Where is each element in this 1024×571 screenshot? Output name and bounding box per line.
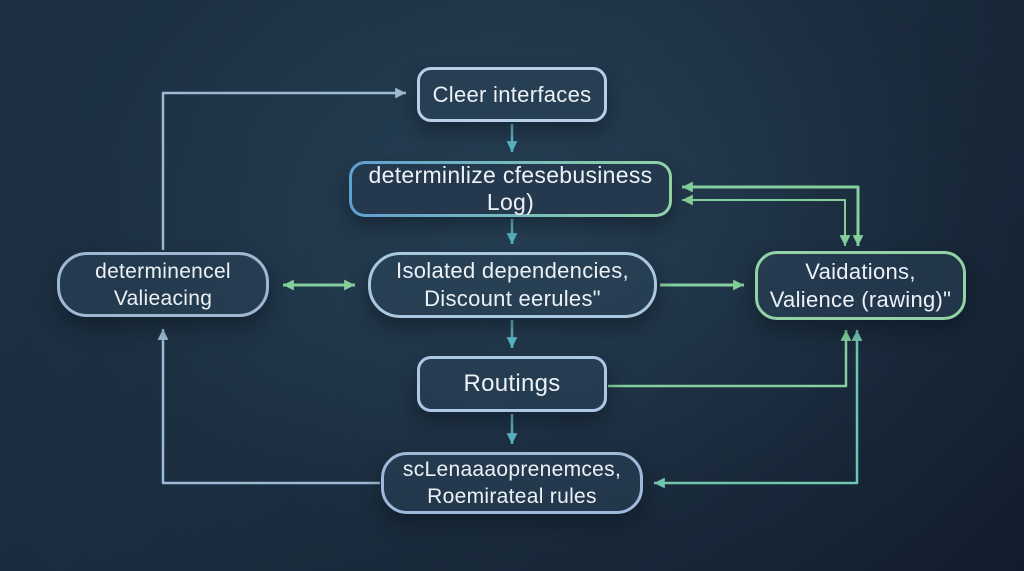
edge-routings-to-validations bbox=[608, 330, 852, 388]
node-business-logic: determinlize cfesebusiness Log) bbox=[349, 161, 672, 217]
node-label: Discount eerules" bbox=[424, 286, 601, 311]
node-label: Cleer interfaces bbox=[432, 81, 592, 107]
node-label: Isolated dependencies, bbox=[396, 258, 629, 283]
node-label: determinencel bbox=[95, 259, 231, 283]
edge-bottom-to-left-node bbox=[157, 329, 380, 485]
node-determined-valuing: determinencel Valieacing bbox=[57, 252, 269, 317]
node-label: Vaidations, bbox=[805, 258, 916, 284]
node-clear-interfaces: Cleer interfaces bbox=[417, 67, 607, 122]
node-isolated-dependencies: Isolated dependencies, Discount eerules" bbox=[368, 252, 657, 318]
edge-left-to-clear-interfaces bbox=[161, 87, 406, 250]
node-routings: Routings bbox=[417, 356, 607, 412]
node-label: Roemirateal rules bbox=[427, 485, 597, 508]
node-label: Valience (rawing)" bbox=[769, 286, 952, 312]
edge-validations-bottom-bidirectional bbox=[654, 330, 863, 489]
node-label: Routings bbox=[463, 370, 561, 397]
edge-validations-business-logic-lower bbox=[682, 194, 851, 246]
node-label: scLenaaaoprenemces, bbox=[402, 458, 622, 481]
node-label: Valieacing bbox=[113, 286, 213, 310]
edge-validations-business-logic-upper bbox=[682, 181, 864, 246]
node-scenario-rules: scLenaaaoprenemces, Roemirateal rules bbox=[381, 452, 643, 514]
node-label: determinlize cfesebusiness Log) bbox=[368, 162, 653, 215]
node-validations: Vaidations, Valience (rawing)" bbox=[755, 251, 966, 320]
